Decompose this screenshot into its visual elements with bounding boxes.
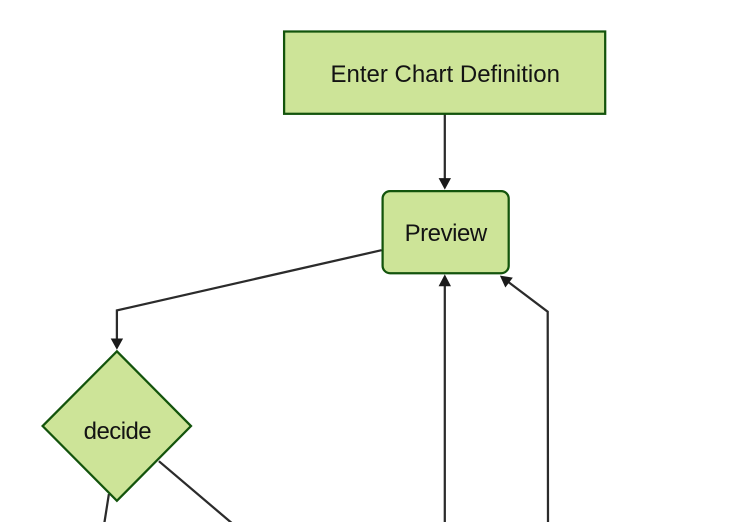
svg-text:Preview: Preview — [405, 220, 488, 247]
svg-text:Enter Chart Definition: Enter Chart Definition — [330, 61, 559, 88]
svg-text:decide: decide — [84, 418, 152, 445]
